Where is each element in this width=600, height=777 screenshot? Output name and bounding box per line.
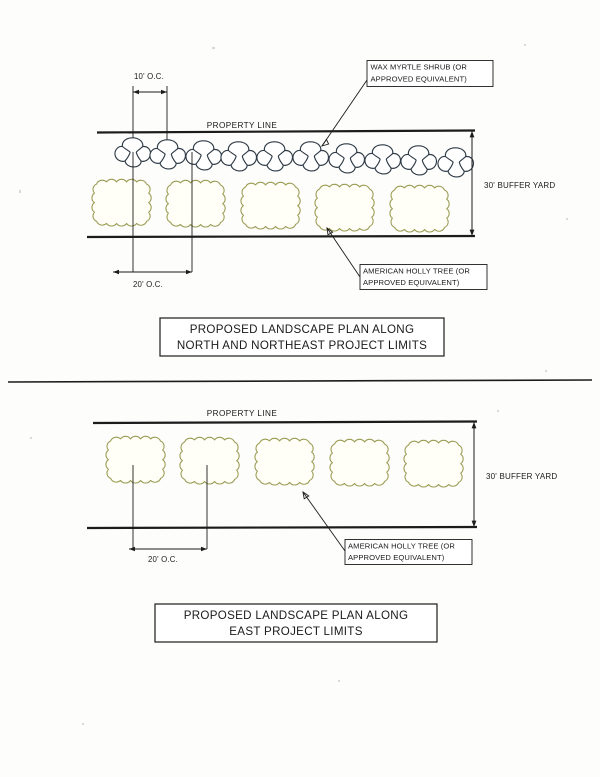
plant-symbol-tree: [389, 184, 450, 233]
callout-arrowhead: [303, 492, 309, 499]
title-line-1: PROPOSED LANDSCAPE PLAN ALONG: [184, 609, 409, 622]
property-line-label: PROPERTY LINE: [207, 409, 278, 418]
buffer-arrowhead-top: [469, 131, 475, 138]
property-line-label: PROPERTY LINE: [207, 121, 278, 130]
dimension-label-20-oc: 20' O.C.: [148, 555, 178, 564]
dimension-buffer-yard-2: 30' BUFFER YARD: [471, 422, 557, 527]
plant-row-american-holly-tree: [105, 435, 464, 488]
callout-text-line1: AMERICAN HOLLY TREE (OR: [363, 267, 470, 276]
callout-box: [344, 539, 473, 565]
dimension-label-10-oc: 10' O.C.: [134, 72, 164, 81]
section-divider: [8, 380, 592, 382]
dimension-buffer-yard-1: 30' BUFFER YARD: [469, 131, 555, 236]
plant-symbol-tree: [329, 438, 390, 487]
title-block-east: PROPOSED LANDSCAPE PLAN ALONG EAST PROJE…: [154, 603, 438, 643]
callout-text-line1: WAX MYRTLE SHRUB (OR: [371, 63, 468, 72]
callout-arrowhead: [322, 139, 329, 146]
callout-american-holly-tree-1: AMERICAN HOLLY TREE (OR APPROVED EQUIVAL…: [327, 228, 488, 290]
dimension-arrowhead-left: [113, 269, 119, 275]
buffer-arrowhead-bottom: [471, 520, 477, 527]
callout-text-line1: AMERICAN HOLLY TREE (OR: [348, 542, 455, 551]
title-box: [154, 603, 438, 643]
property-line: [93, 422, 477, 424]
plant-symbol-tree: [105, 435, 166, 484]
callout-text-line2: APPROVED EQUIVALENT): [348, 553, 445, 562]
callout-arrowhead: [327, 228, 333, 235]
dimension-20-oc-1: 20' O.C.: [113, 269, 192, 289]
diagram-north-northeast: WAX MYRTLE SHRUB (OR APPROVED EQUIVALENT…: [87, 60, 555, 357]
callout-text-line2: APPROVED EQUIVALENT): [371, 75, 468, 84]
title-line-2: EAST PROJECT LIMITS: [229, 625, 362, 638]
dimension-arrowhead-left: [133, 89, 139, 95]
dimension-label-20-oc: 20' O.C.: [133, 280, 163, 289]
buffer-arrowhead-top: [471, 422, 477, 429]
buffer-bottom-line: [87, 236, 475, 237]
callout-wax-myrtle-shrub: WAX MYRTLE SHRUB (OR APPROVED EQUIVALENT…: [322, 60, 494, 147]
title-box: [159, 317, 445, 357]
dimension-arrowhead-right: [201, 546, 207, 552]
title-block-north-northeast: PROPOSED LANDSCAPE PLAN ALONG NORTH AND …: [159, 317, 445, 357]
title-line-1: PROPOSED LANDSCAPE PLAN ALONG: [190, 323, 415, 336]
callout-american-holly-tree-2: AMERICAN HOLLY TREE (OR APPROVED EQUIVAL…: [303, 492, 473, 565]
dimension-arrowhead-right: [186, 269, 192, 275]
plant-symbol-tree: [314, 183, 375, 232]
plant-symbol-tree: [254, 437, 315, 486]
callout-box: [359, 264, 488, 290]
plant-symbol-tree: [403, 439, 464, 488]
callout-box: [366, 60, 494, 87]
property-line: [97, 131, 475, 133]
buffer-arrowhead-bottom: [469, 229, 475, 236]
plant-symbol-tree: [179, 436, 240, 485]
dimension-arrowhead-left: [129, 546, 135, 552]
plant-symbol-tree: [240, 181, 301, 230]
diagram-east: PROPERTY LINE 30' BUFFER YARD 20' O.: [87, 409, 557, 643]
callout-leader-line: [327, 228, 360, 277]
callout-leader-line: [322, 80, 367, 146]
dimension-20-oc-2: 20' O.C.: [129, 546, 207, 564]
plant-symbol-tree: [91, 178, 152, 227]
callout-text-line2: APPROVED EQUIVALENT): [363, 278, 460, 287]
dimension-arrowhead-right: [161, 89, 167, 95]
callout-leader-line: [303, 492, 345, 551]
buffer-yard-label: 30' BUFFER YARD: [486, 472, 557, 481]
plant-symbol-tree: [165, 179, 226, 228]
buffer-bottom-line: [87, 527, 477, 528]
buffer-yard-label: 30' BUFFER YARD: [484, 181, 555, 190]
title-line-2: NORTH AND NORTHEAST PROJECT LIMITS: [177, 339, 427, 352]
